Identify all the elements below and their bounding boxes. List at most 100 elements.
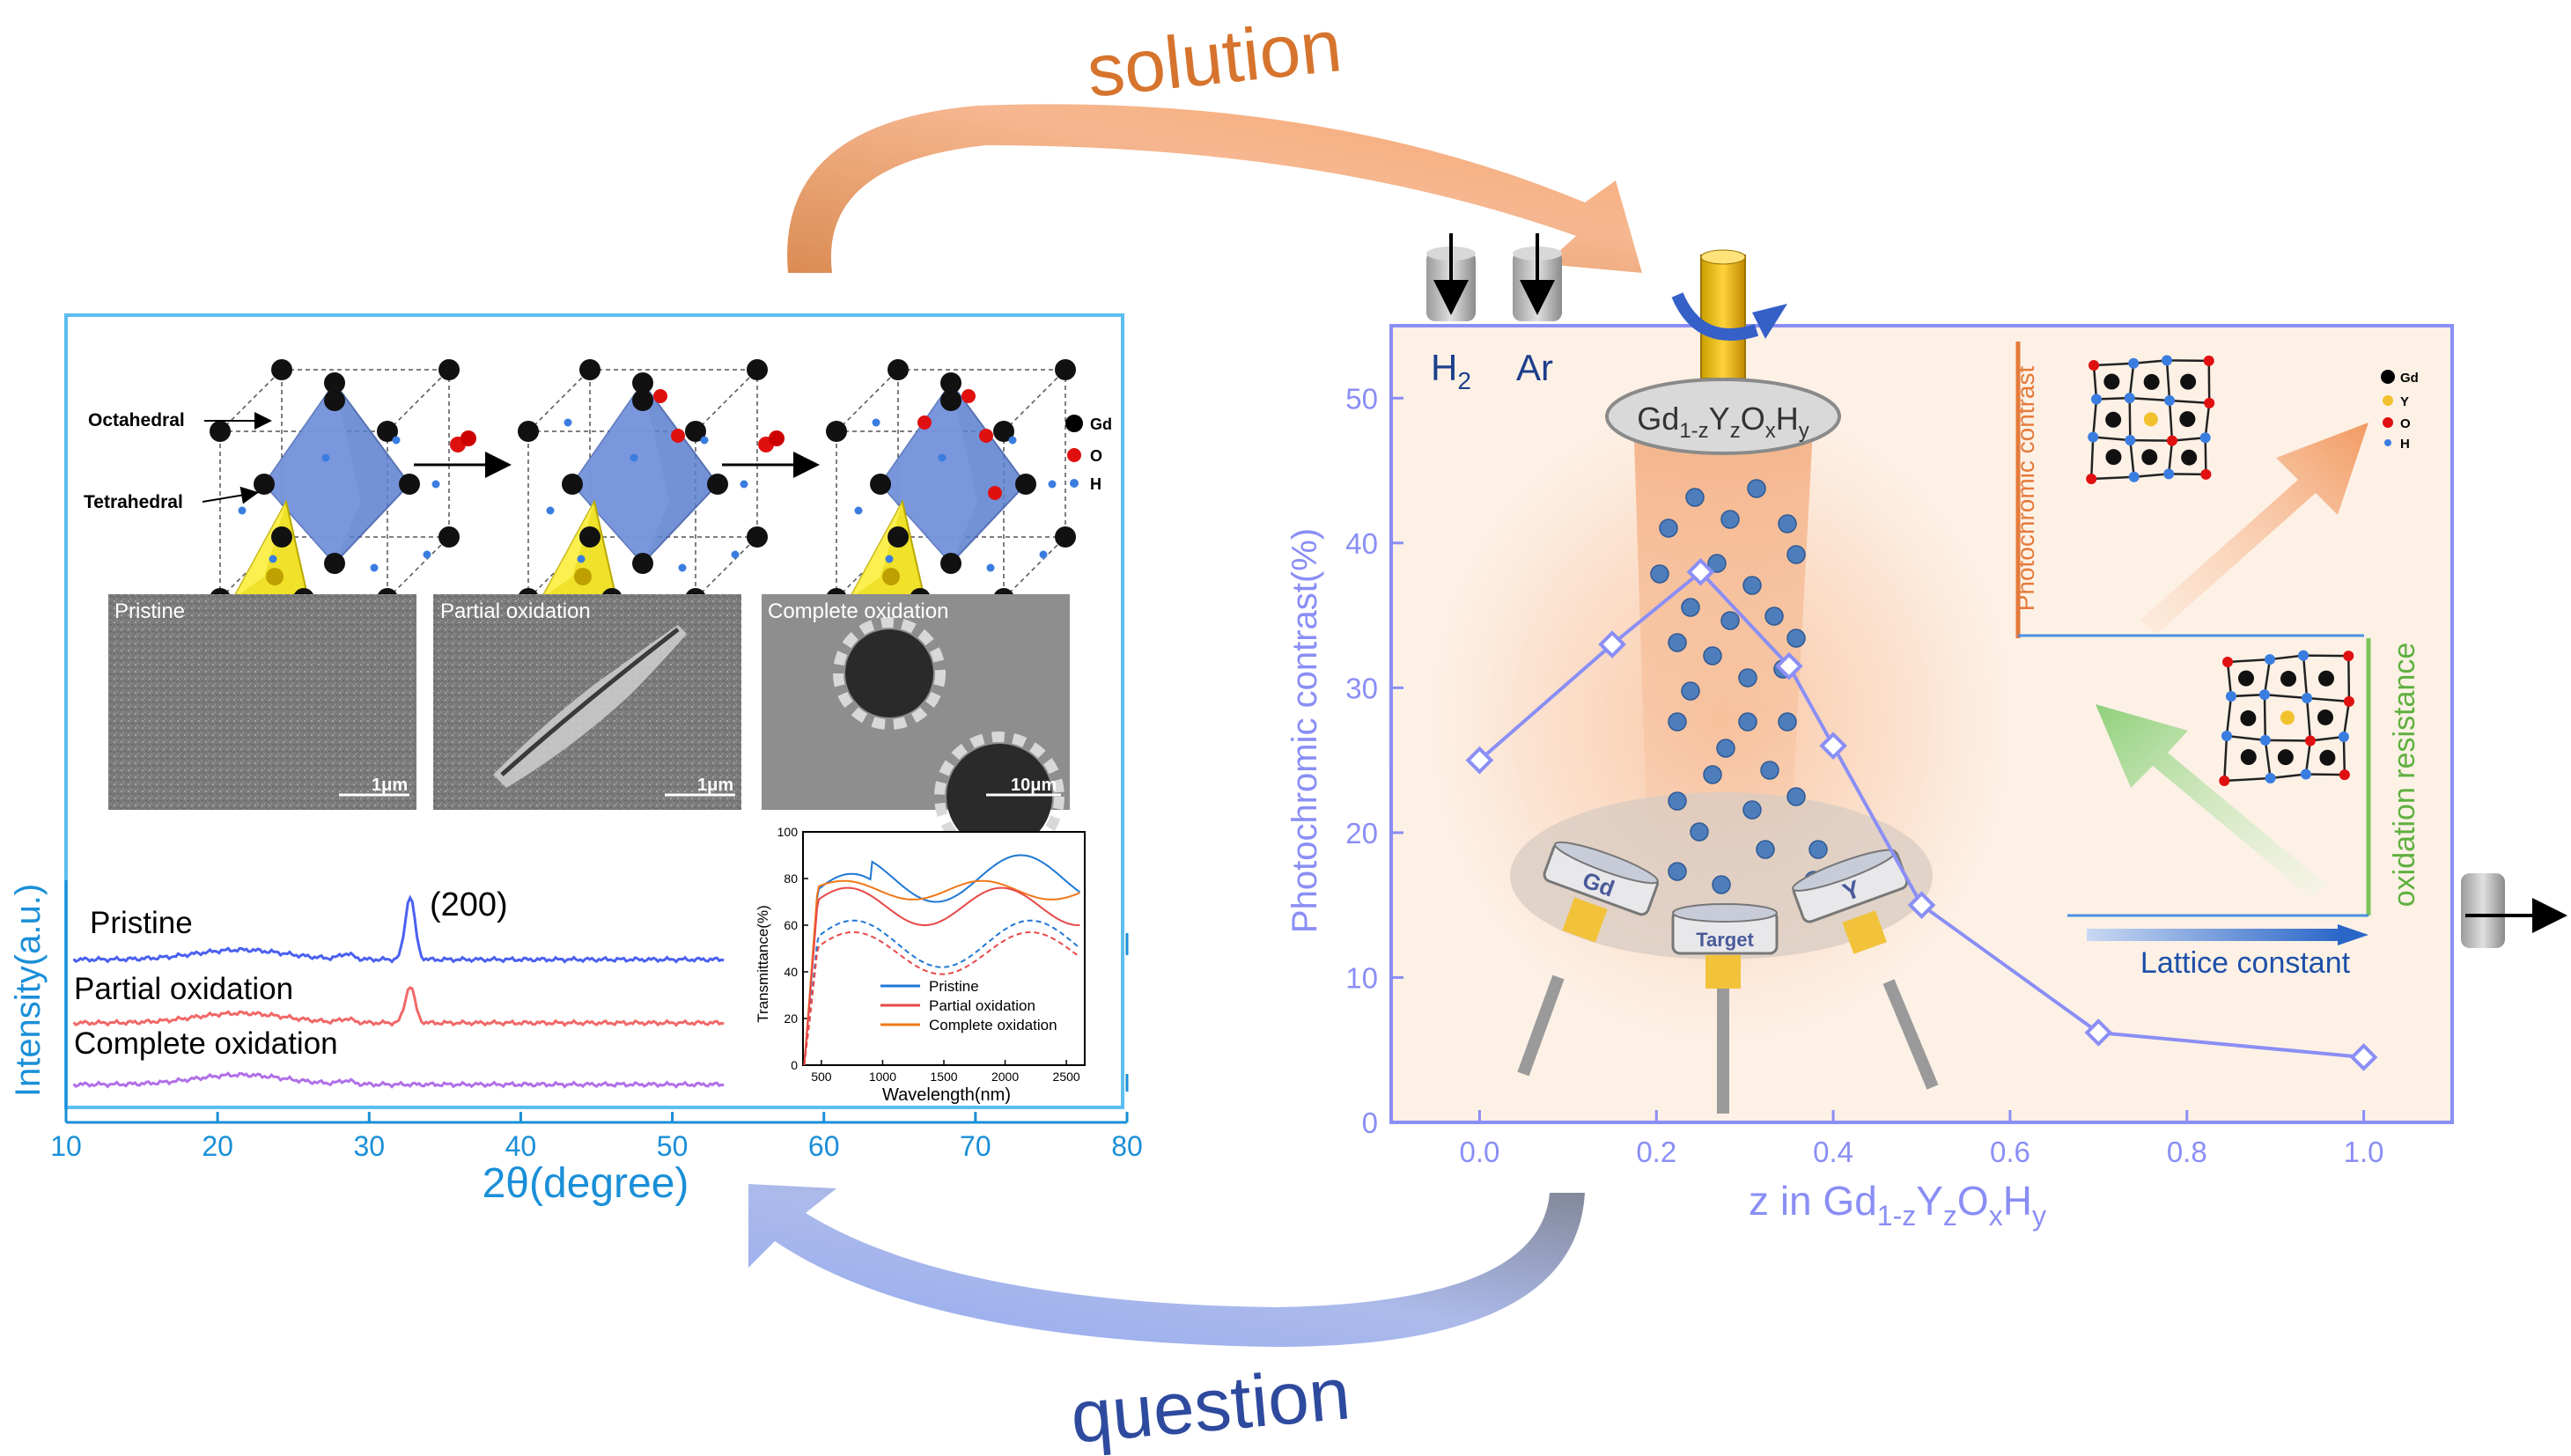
lattice-node — [2164, 394, 2176, 406]
svg-text:O: O — [2400, 416, 2411, 431]
particle — [1668, 633, 1687, 652]
svg-text:Gd: Gd — [2400, 371, 2419, 386]
unit-cell-3 — [826, 359, 1076, 609]
chart-xtick-label: 1.0 — [2344, 1136, 2384, 1168]
lattice-node — [2259, 734, 2271, 746]
unit-cell-2 — [518, 359, 768, 609]
lattice-node — [2338, 732, 2349, 743]
particle — [1681, 681, 1700, 701]
xrd-xtick-label: 20 — [202, 1130, 233, 1162]
svg-text:H: H — [1090, 475, 1101, 493]
trans-ytick-label: 60 — [784, 918, 798, 932]
transmittance-legend: Pristine Partial oxidation Complete oxid… — [880, 978, 1057, 1033]
lattice-node — [2339, 769, 2350, 781]
particle — [1707, 554, 1727, 573]
reaction-arrow-1 — [414, 430, 512, 478]
gas-label-ar: Ar — [1516, 347, 1553, 388]
schematic-upper-axis-label: Photochromic contrast — [2012, 366, 2039, 612]
trans-xtick-label: 2000 — [991, 1070, 1019, 1084]
trans-ytick-label: 40 — [784, 965, 798, 979]
lattice-node — [2302, 692, 2313, 703]
particle — [1690, 822, 1709, 842]
chart-ytick-label: 30 — [1345, 672, 1378, 704]
question-label: question — [1067, 1351, 1353, 1456]
gadolinium-atom — [2237, 670, 2254, 687]
chart-ytick-label: 20 — [1345, 817, 1378, 849]
chart-xtick-label: 0.8 — [2167, 1136, 2207, 1168]
lattice-node — [2088, 360, 2099, 371]
lattice-node — [2304, 735, 2316, 746]
svg-text:Partial oxidation: Partial oxidation — [929, 997, 1035, 1014]
chart-point — [2349, 1043, 2378, 1071]
trans-xtick-label: 1000 — [869, 1070, 896, 1084]
gas-inlet-ar — [1513, 233, 1562, 321]
lattice-node — [2258, 689, 2270, 701]
lattice-node — [2298, 650, 2309, 661]
trans-xtick-label: 500 — [811, 1070, 832, 1084]
particle — [1778, 514, 1797, 533]
yttrium-atom — [2143, 412, 2158, 427]
chart-xlabel: z in Gd1-zYzOxHy — [1749, 1178, 2046, 1232]
particle — [1786, 787, 1806, 806]
particle — [1809, 840, 1828, 859]
xrd-trace-2 — [72, 986, 725, 1027]
sputter-gun-gd: Gd — [1517, 841, 1659, 1077]
particle — [1786, 545, 1806, 564]
xrd-xtick-label: 40 — [505, 1130, 537, 1162]
particle — [1738, 712, 1757, 732]
chart-xtick-label: 0.2 — [1636, 1136, 1676, 1168]
svg-text:1μm: 1μm — [372, 776, 408, 795]
xrd-peak-label: (200) — [430, 886, 508, 923]
chart-ylabel: Photochromic contrast(%) — [1286, 528, 1324, 933]
green-trend-arrow — [2096, 704, 2326, 898]
particle — [1764, 607, 1784, 626]
schematic-side-label: oxidation resistance — [2388, 643, 2421, 908]
lattice-node — [2343, 651, 2354, 662]
lattice-node — [2086, 473, 2097, 484]
lattice-node — [2221, 731, 2232, 742]
tetrahedral-label: Tetrahedral — [84, 492, 183, 512]
rotating-substrate-holder — [1671, 249, 1787, 379]
reaction-arrow-2 — [722, 430, 820, 478]
particle — [1778, 712, 1797, 732]
lattice-node — [2088, 431, 2099, 443]
chart-ytick-label: 50 — [1345, 382, 1378, 415]
lattice-node — [2128, 471, 2140, 482]
sem-image-pristine: Pristine 1μm — [108, 594, 416, 810]
xrd-ylabel: Intensity(a.u.) — [9, 884, 48, 1097]
particle — [1659, 518, 1678, 538]
gadolinium-atom — [2141, 449, 2158, 466]
chart-xtick-label: 0.4 — [1813, 1136, 1853, 1168]
crystal-legend: Gd O H — [1065, 415, 1112, 493]
chart-point — [2084, 1018, 2113, 1047]
xrd-xtick-label: 30 — [353, 1130, 385, 1162]
svg-text:Complete oxidation: Complete oxidation — [929, 1017, 1057, 1033]
lattice-upper — [2086, 355, 2215, 484]
xrd-xtick-label: 60 — [808, 1130, 840, 1162]
lattice-lower — [2219, 650, 2354, 786]
gas-outlet — [2461, 873, 2567, 948]
particle — [1742, 576, 1762, 595]
gadolinium-atom — [2181, 449, 2198, 466]
yttrium-atom — [2280, 710, 2295, 725]
lattice-node — [2219, 775, 2230, 786]
trans-xtick-label: 2500 — [1053, 1070, 1080, 1084]
particle — [1668, 862, 1687, 881]
trans-curve-1 — [803, 854, 1080, 1066]
lattice-constant-arrow — [2087, 924, 2368, 945]
sem-image-partial-oxidation: Partial oxidation 1μm — [433, 594, 741, 810]
gadolinium-atom — [2317, 670, 2334, 687]
gadolinium-atom — [2105, 449, 2122, 466]
trans-xtick-label: 1500 — [930, 1070, 957, 1084]
sputter-gun-center: Target — [1671, 903, 1779, 1114]
xrd-trace-3 — [72, 1071, 725, 1089]
question-arrow — [748, 1184, 1585, 1347]
schematic-bottom-label: Lattice constant — [2140, 946, 2351, 980]
particle — [1668, 712, 1687, 732]
chart-xtick-label: 0.0 — [1459, 1136, 1499, 1168]
particle — [1742, 800, 1762, 820]
particle — [1760, 761, 1779, 780]
xrd-xlabel: 2θ(degree) — [483, 1160, 689, 1207]
